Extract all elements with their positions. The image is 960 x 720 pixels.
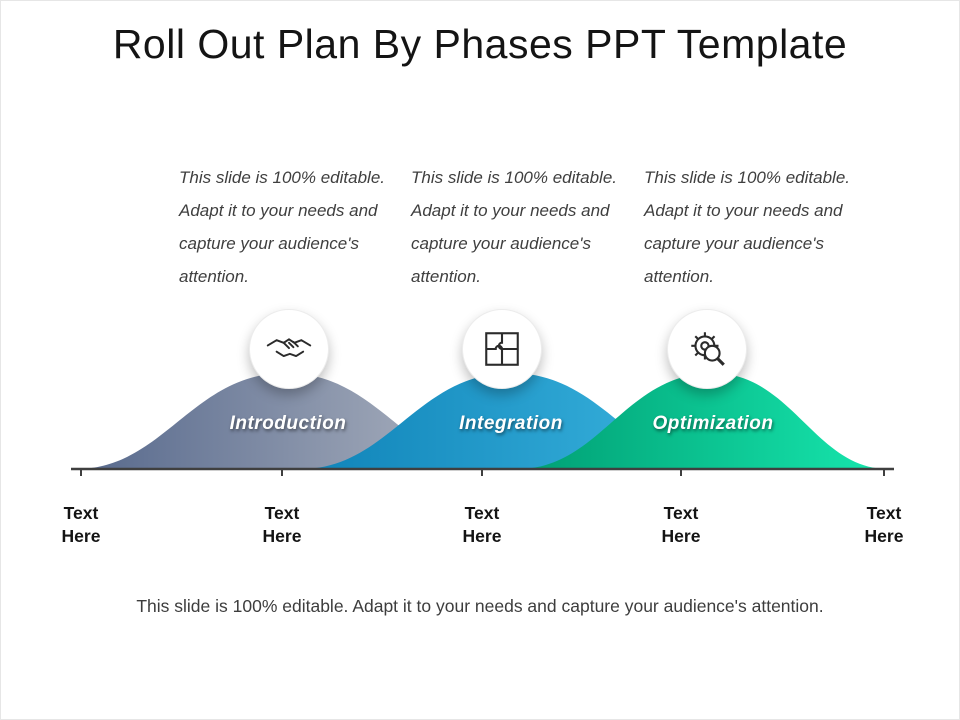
handshake-icon (266, 338, 312, 358)
phase-label-optimization: Optimization (652, 413, 774, 434)
phase-description-1: This slide is 100% editable. Adapt it to… (179, 168, 386, 286)
icon-circle-optimization (667, 309, 747, 389)
axis-ticks (80, 469, 885, 476)
axis-label-3: Text Here (462, 503, 502, 546)
puzzle-icon (485, 332, 519, 366)
axis-label-2: Text Here (262, 503, 302, 546)
footer-note: This slide is 100% editable. Adapt it to… (136, 596, 824, 616)
axis-label-4: Text Here (661, 503, 701, 546)
phase-description-3: This slide is 100% editable. Adapt it to… (644, 168, 851, 286)
phase-description-2: This slide is 100% editable. Adapt it to… (411, 168, 618, 286)
icon-circle-integration (462, 309, 542, 389)
phases-curve-chart (71, 373, 894, 476)
bell-curve-optimization (518, 373, 888, 469)
axis-label-1: Text Here (61, 503, 101, 546)
gear-magnifier-icon (691, 332, 725, 366)
axis-label-5: Text Here (864, 503, 904, 546)
icon-circle-introduction (249, 309, 329, 389)
slide-title: Roll Out Plan By Phases PPT Template (112, 21, 848, 67)
phase-label-introduction: Introduction (229, 413, 347, 434)
phase-label-integration: Integration (459, 413, 563, 434)
